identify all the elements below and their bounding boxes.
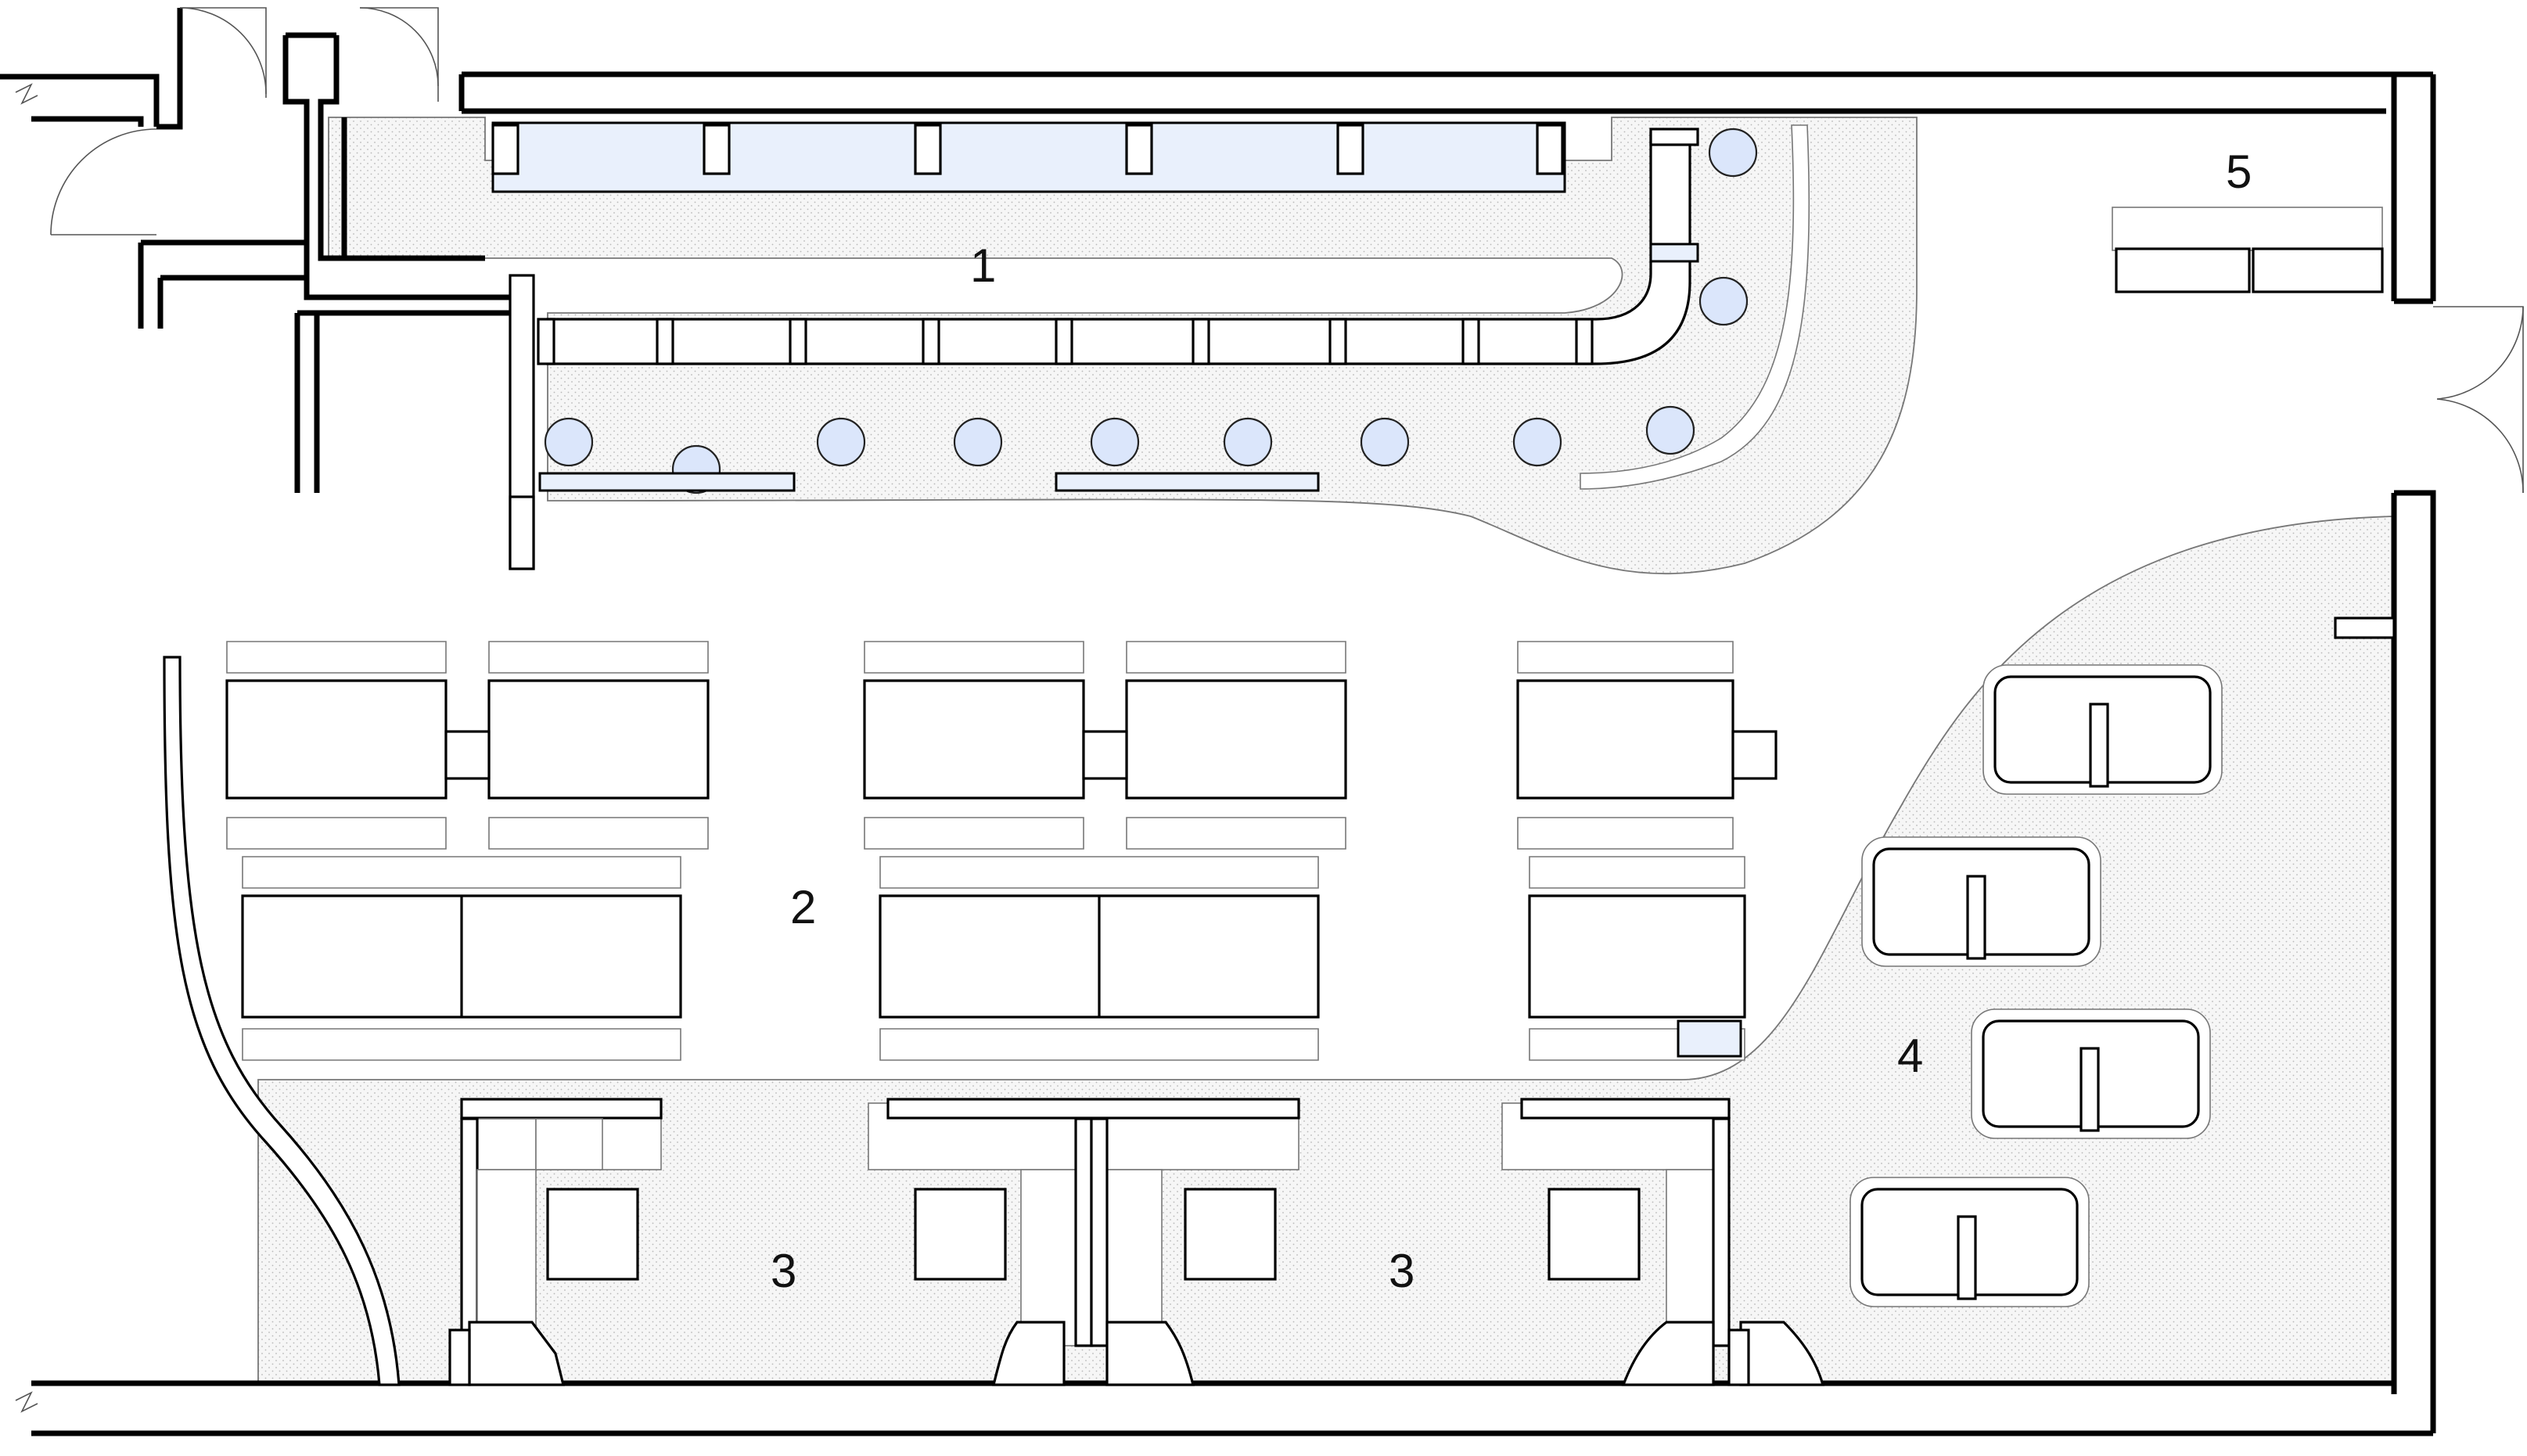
desk-cluster-center — [863, 641, 1347, 1061]
zone-label-3a: 3 — [771, 1245, 796, 1297]
zone-label-4: 4 — [1897, 1030, 1923, 1082]
wall-break-mark — [15, 83, 38, 105]
wall-break-mark — [15, 1391, 38, 1413]
exterior-walls — [0, 71, 2436, 1436]
zone-label-3b: 3 — [1389, 1245, 1414, 1297]
desk-cluster-right — [1516, 641, 1778, 1061]
wall-fixture — [2334, 617, 2396, 639]
back-bar-posts — [491, 124, 1564, 175]
desk-cluster-left — [225, 641, 710, 1061]
curved-partition — [163, 656, 401, 1386]
bar-stools — [544, 128, 1758, 494]
lounge-group-2 — [868, 1098, 1300, 1386]
lounge-group-3 — [1501, 1098, 1825, 1386]
bar-benches — [538, 472, 1320, 492]
zone-label-2: 2 — [790, 881, 816, 933]
reception-desk — [2112, 207, 2384, 293]
lounge-group-1 — [448, 1098, 663, 1386]
booth-tables — [1849, 664, 2223, 1307]
zone-label-1: 1 — [970, 239, 996, 292]
lounge-floor-area — [257, 516, 2395, 1386]
entry-door — [50, 7, 439, 235]
curved-rail — [1580, 124, 1810, 490]
bar-counter-posts — [537, 318, 1594, 365]
vestibule-walls — [138, 8, 516, 493]
zone-label-5: 5 — [2226, 146, 2252, 198]
back-bar-display — [491, 121, 1566, 193]
side-door — [2433, 306, 2524, 494]
